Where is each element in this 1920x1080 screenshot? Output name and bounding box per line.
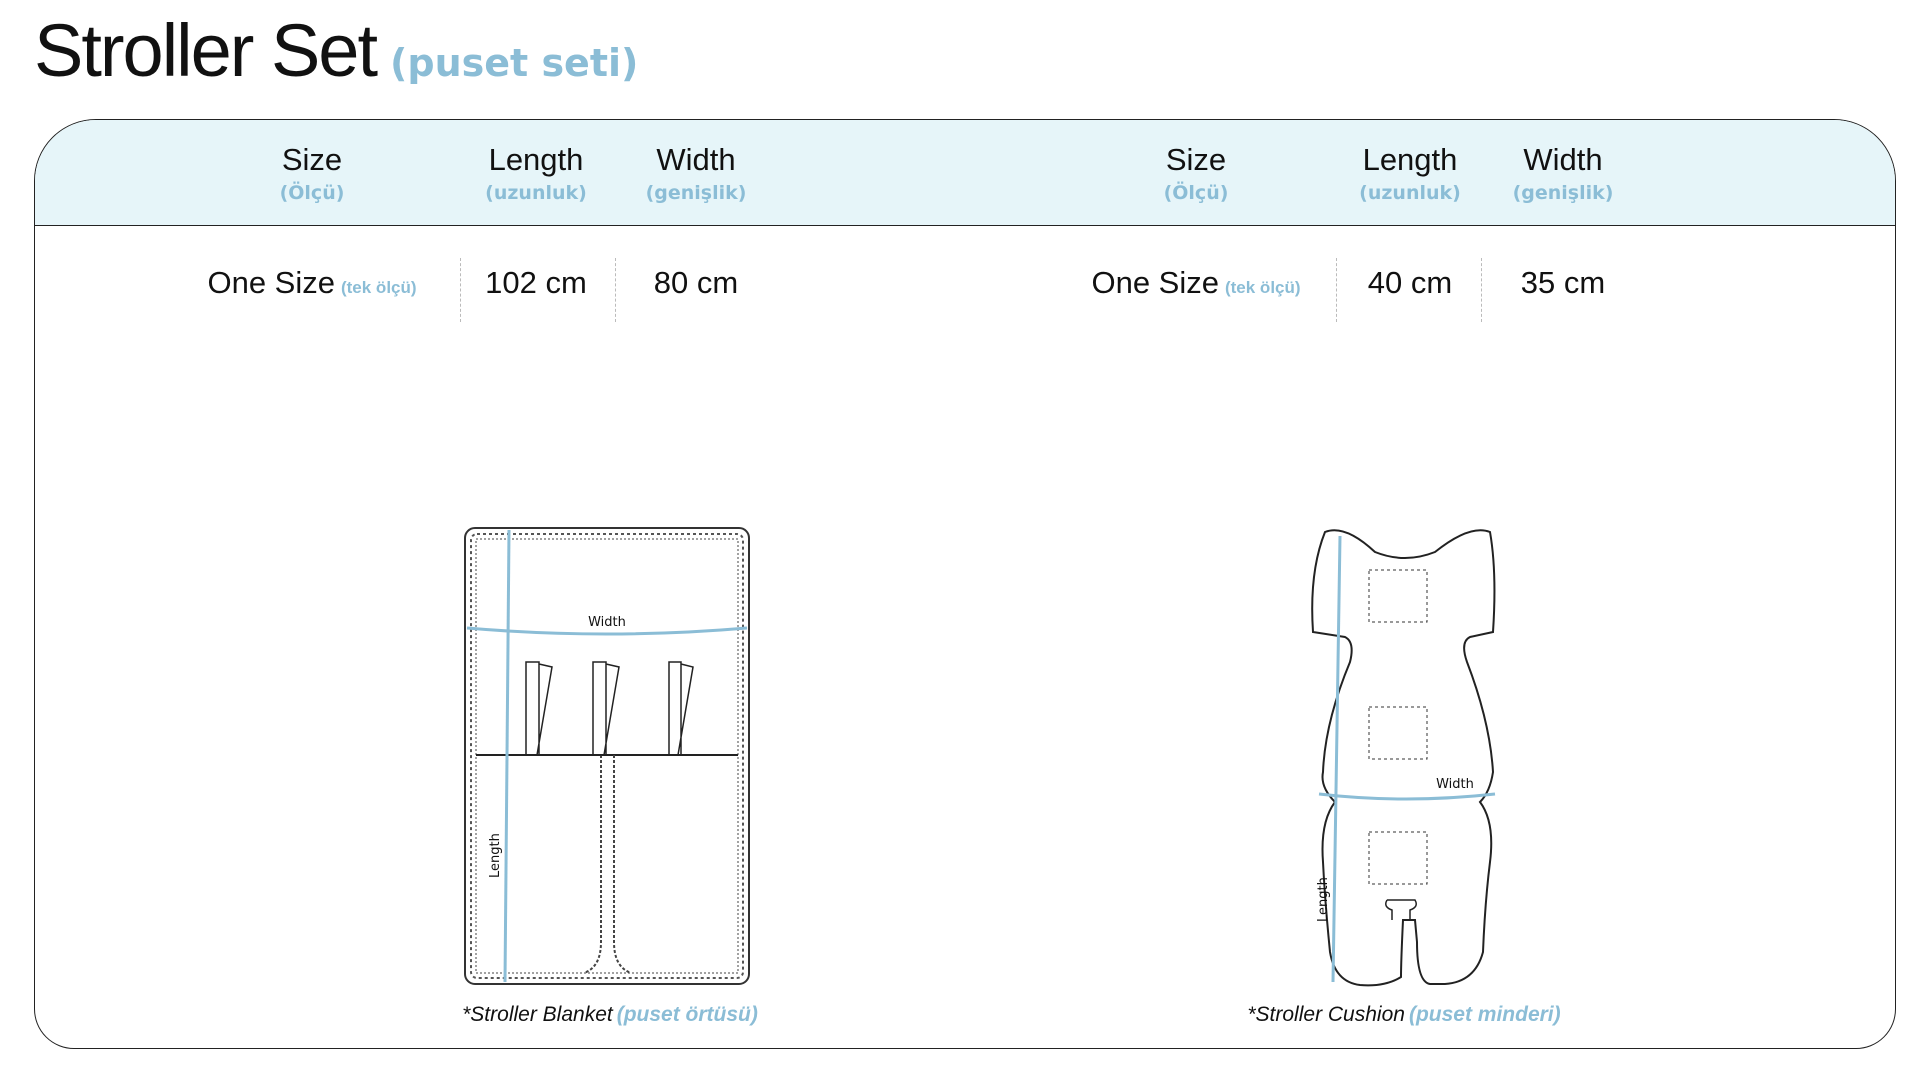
row-size: One Size(tek ölçü) bbox=[1091, 265, 1301, 300]
header-width: Width(genişlik) bbox=[1512, 142, 1614, 204]
blanket-caption: *Stroller Blanket(puset örtüsü) bbox=[462, 1003, 758, 1026]
length-label: Length bbox=[488, 833, 503, 878]
title-subtitle: (puset seti) bbox=[390, 41, 639, 85]
column-divider bbox=[1336, 258, 1337, 322]
title-main: Stroller Set bbox=[34, 9, 378, 92]
column-divider bbox=[460, 258, 461, 322]
width-label: Width bbox=[1436, 777, 1474, 792]
column-divider bbox=[615, 258, 616, 322]
header-width: Width(genişlik) bbox=[645, 142, 747, 204]
row-length: 102 cm bbox=[485, 265, 587, 300]
cushion-caption: *Stroller Cushion(puset minderi) bbox=[1247, 1003, 1561, 1026]
row-length: 40 cm bbox=[1367, 265, 1453, 300]
header-size: Size(Ölçü) bbox=[1163, 142, 1229, 204]
table-header-band: Size(Ölçü) Length(uzunluk) Width(genişli… bbox=[35, 120, 1895, 226]
length-label: Length bbox=[1316, 877, 1331, 922]
stroller-blanket-diagram: Width Length bbox=[464, 527, 750, 985]
width-label: Width bbox=[588, 615, 626, 630]
header-length: Length(uzunluk) bbox=[485, 142, 587, 204]
header-length: Length(uzunluk) bbox=[1359, 142, 1461, 204]
stroller-cushion-diagram: Width Length bbox=[1311, 529, 1496, 987]
size-chart-panel: Size(Ölçü) Length(uzunluk) Width(genişli… bbox=[34, 119, 1896, 1049]
row-width: 35 cm bbox=[1520, 265, 1606, 300]
row-size: One Size(tek ölçü) bbox=[207, 265, 417, 300]
page-title: Stroller Set (puset seti) bbox=[34, 8, 638, 93]
header-size: Size(Ölçü) bbox=[279, 142, 345, 204]
column-divider bbox=[1481, 258, 1482, 322]
row-width: 80 cm bbox=[653, 265, 739, 300]
